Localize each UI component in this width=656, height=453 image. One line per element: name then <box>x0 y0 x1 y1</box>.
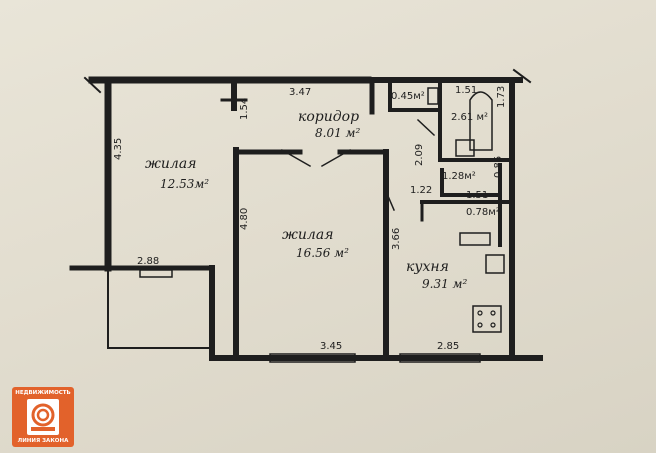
window-large-living <box>269 353 356 363</box>
dim-122: 1.22 <box>410 185 433 196</box>
room-area-kitchen: 9.31 м² <box>422 277 468 291</box>
room-area-living-small: 12.53м² <box>160 177 210 191</box>
dim-085: 0.85 <box>493 155 504 178</box>
room-name-living-small: жилая <box>145 156 197 172</box>
dim-347: 3.47 <box>289 87 312 98</box>
kitchen-counter <box>485 254 505 274</box>
agency-logo: НЕДВИЖИМОСТЬ ЛИНИЯ ЗАКОНА <box>12 387 74 447</box>
dim-480: 4.80 <box>239 207 250 230</box>
room-name-living-large: жилая <box>282 227 334 243</box>
dim-209: 2.09 <box>414 143 425 166</box>
dim-173: 1.73 <box>496 85 507 108</box>
logo-emblem-icon <box>27 399 59 435</box>
stove <box>472 305 502 333</box>
window-kitchen <box>399 353 481 363</box>
room-name-kitchen: кухня <box>406 259 449 275</box>
room-name-corridor: коридор <box>298 109 360 125</box>
wall-break-mark <box>83 76 102 94</box>
sink <box>455 139 475 157</box>
room-area-corridor: 8.01 м² <box>315 126 361 140</box>
dim-151b: 1.51 <box>466 190 489 201</box>
logo-bottom-text: ЛИНИЯ ЗАКОНА <box>17 438 69 444</box>
room-area-toilet: 1.28м² <box>442 171 476 182</box>
dim-154: 1.54 <box>239 97 250 120</box>
dim-435: 4.35 <box>113 137 124 160</box>
dim-345: 3.45 <box>320 341 343 352</box>
dim-151a: 1.51 <box>455 85 478 96</box>
logo-top-text: НЕДВИЖИМОСТЬ <box>15 390 71 396</box>
window-small-living <box>139 269 173 278</box>
room-area-pantry: 0.78м² <box>466 207 500 218</box>
dim-366: 3.66 <box>391 227 402 250</box>
room-area-closet: 0.45м² <box>391 91 425 102</box>
dim-288: 2.88 <box>137 256 160 267</box>
room-area-living-large: 16.56 м² <box>296 246 349 260</box>
kitchen-sink <box>459 232 491 246</box>
bathtub <box>469 91 493 151</box>
room-area-bathroom: 2.61 м² <box>451 112 488 123</box>
dim-285: 2.85 <box>437 341 460 352</box>
